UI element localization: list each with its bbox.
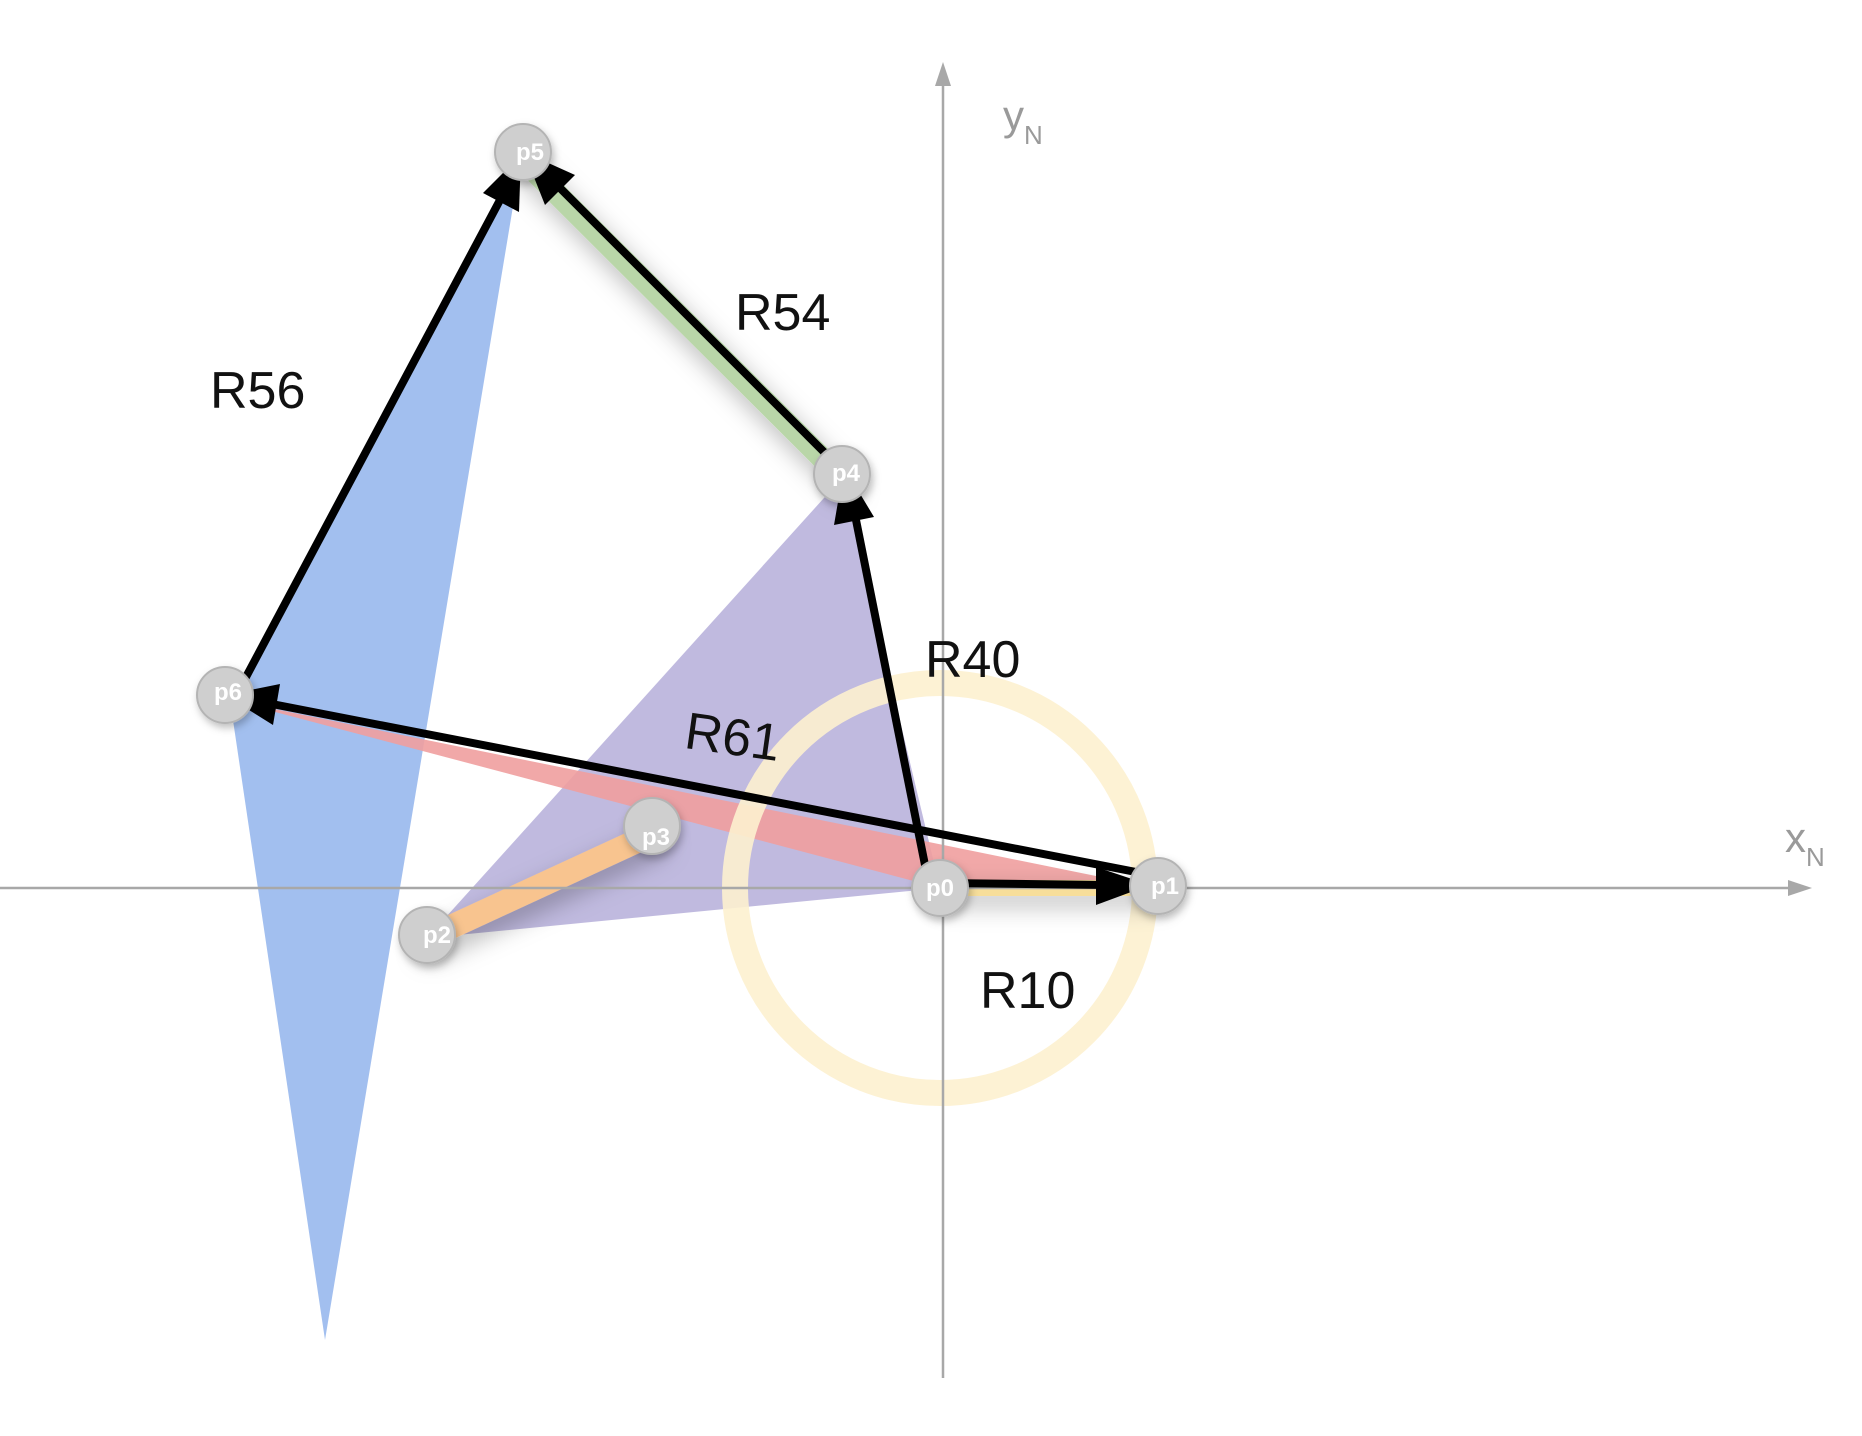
x-axis-letter: x bbox=[1785, 814, 1806, 861]
vector-R54-label: R54 bbox=[735, 284, 830, 342]
x-axis-arrowhead bbox=[1788, 880, 1812, 896]
node-p6[interactable]: p6 bbox=[196, 666, 254, 724]
y-axis-subscript: N bbox=[1024, 120, 1043, 150]
vector-R54-shaft bbox=[553, 181, 845, 473]
vector-R10-label: R10 bbox=[980, 962, 1075, 1020]
node-p1[interactable]: p1 bbox=[1129, 857, 1187, 915]
node-p0-circle bbox=[911, 859, 969, 917]
node-p0-label: p0 bbox=[926, 875, 954, 902]
green-link-p4-p5 bbox=[510, 147, 853, 489]
vector-label-layer: R10 R40 R54 R56 R61 bbox=[210, 284, 1075, 1020]
vector-R56-label: R56 bbox=[210, 362, 305, 420]
vector-R40-label: R40 bbox=[925, 631, 1020, 689]
node-p6-label: p6 bbox=[214, 679, 242, 706]
node-p6-circle bbox=[196, 666, 254, 724]
y-axis-label: yN bbox=[1003, 92, 1043, 150]
vector-R61-label: R61 bbox=[681, 702, 784, 773]
node-p4[interactable]: p4 bbox=[813, 445, 871, 503]
node-p5-label: p5 bbox=[516, 139, 544, 166]
node-p4-circle bbox=[813, 445, 871, 503]
vector-R61-shaft bbox=[271, 700, 1147, 878]
node-p4-label: p4 bbox=[832, 460, 861, 487]
node-p0[interactable]: p0 bbox=[911, 859, 969, 917]
y-axis-letter: y bbox=[1003, 92, 1024, 139]
node-p5[interactable]: p5 bbox=[494, 123, 552, 181]
vector-R40-shaft bbox=[851, 514, 932, 881]
node-p2[interactable]: p2 bbox=[398, 906, 456, 964]
node-p1-circle bbox=[1129, 857, 1187, 915]
vector-R10-head bbox=[1096, 867, 1150, 905]
blue-region bbox=[230, 158, 521, 1340]
node-p3-label: p3 bbox=[642, 824, 670, 851]
node-layer: p0 p1 p2 p3 p4 p5 p6 bbox=[196, 123, 1187, 964]
axes: xN yN bbox=[0, 62, 1825, 1378]
node-p3[interactable]: p3 bbox=[623, 797, 681, 855]
x-axis-label: xN bbox=[1785, 814, 1825, 872]
node-p1-label: p1 bbox=[1151, 873, 1179, 900]
node-p2-circle bbox=[398, 906, 456, 964]
node-p2-label: p2 bbox=[423, 922, 451, 949]
x-axis-subscript: N bbox=[1806, 842, 1825, 872]
node-p5-circle bbox=[494, 123, 552, 181]
node-p3-circle bbox=[623, 797, 681, 855]
y-axis-arrowhead bbox=[935, 62, 951, 86]
vector-R56-shaft bbox=[234, 198, 504, 694]
orange-link-p2-p3 bbox=[415, 822, 664, 950]
